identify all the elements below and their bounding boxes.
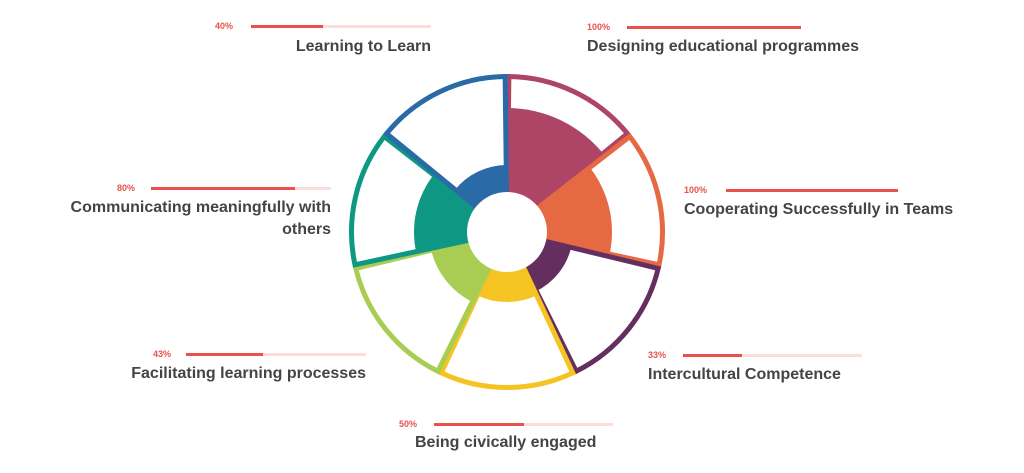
segment-value-fill bbox=[476, 268, 538, 302]
competence-title-line2: others bbox=[282, 221, 331, 238]
wheel-segment-communicating bbox=[349, 133, 479, 268]
progress-fill bbox=[251, 25, 323, 28]
percent-value: 40% bbox=[215, 21, 234, 31]
progress-track bbox=[726, 189, 898, 192]
progress-track bbox=[186, 353, 366, 356]
percent-value: 33% bbox=[648, 350, 667, 360]
segment-value-fill bbox=[430, 240, 490, 303]
progress-track bbox=[683, 354, 862, 357]
wheel-segment-civic bbox=[437, 264, 577, 390]
segment-value-fill bbox=[414, 174, 476, 253]
segment-value-fill bbox=[454, 165, 507, 208]
wheel-segment-cooperating bbox=[535, 133, 665, 268]
percent-value: 50% bbox=[399, 419, 418, 429]
progress-track bbox=[151, 187, 331, 190]
segment-value-fill bbox=[538, 166, 612, 256]
label-learning-to-learn: 40% Learning to Learn bbox=[215, 21, 431, 61]
progress-fill bbox=[186, 353, 264, 356]
center-hole bbox=[467, 192, 547, 272]
percent-value: 100% bbox=[684, 185, 708, 195]
competence-title: Learning to Learn bbox=[295, 38, 431, 55]
competence-title: Being civically engaged bbox=[415, 434, 597, 451]
label-facilitating-learning: 43% Facilitating learning processes bbox=[126, 349, 366, 389]
label-cooperating-successfully: 100% Cooperating Successfully in Teams bbox=[684, 185, 984, 225]
label-being-civically-engaged: 50% Being civically engaged bbox=[399, 419, 619, 459]
progress-fill bbox=[151, 187, 295, 190]
progress-track bbox=[251, 25, 431, 28]
label-designing-educational-programmes: 100% Designing educational programmes bbox=[587, 22, 887, 62]
competence-title: Cooperating Successfully in Teams bbox=[684, 201, 954, 218]
segment-value-fill bbox=[524, 240, 572, 292]
competence-title: Designing educational programmes bbox=[587, 38, 860, 55]
percent-value: 80% bbox=[117, 183, 136, 193]
label-intercultural-competence: 33% Intercultural Competence bbox=[648, 350, 868, 390]
percent-value: 43% bbox=[153, 349, 172, 359]
progress-fill bbox=[434, 423, 524, 426]
progress-track bbox=[434, 423, 613, 426]
progress-fill bbox=[683, 354, 743, 357]
progress-track bbox=[627, 26, 801, 29]
percent-value: 100% bbox=[587, 22, 611, 32]
competence-title: Intercultural Competence bbox=[648, 366, 841, 383]
progress-fill bbox=[726, 189, 898, 192]
progress-fill bbox=[627, 26, 801, 29]
label-communicating-meaningfully: 80% Communicating meaningfully with othe… bbox=[60, 183, 331, 243]
competence-title: Facilitating learning processes bbox=[131, 365, 366, 382]
competence-title: Communicating meaningfully with bbox=[70, 199, 331, 216]
segment-value-fill bbox=[507, 108, 604, 208]
